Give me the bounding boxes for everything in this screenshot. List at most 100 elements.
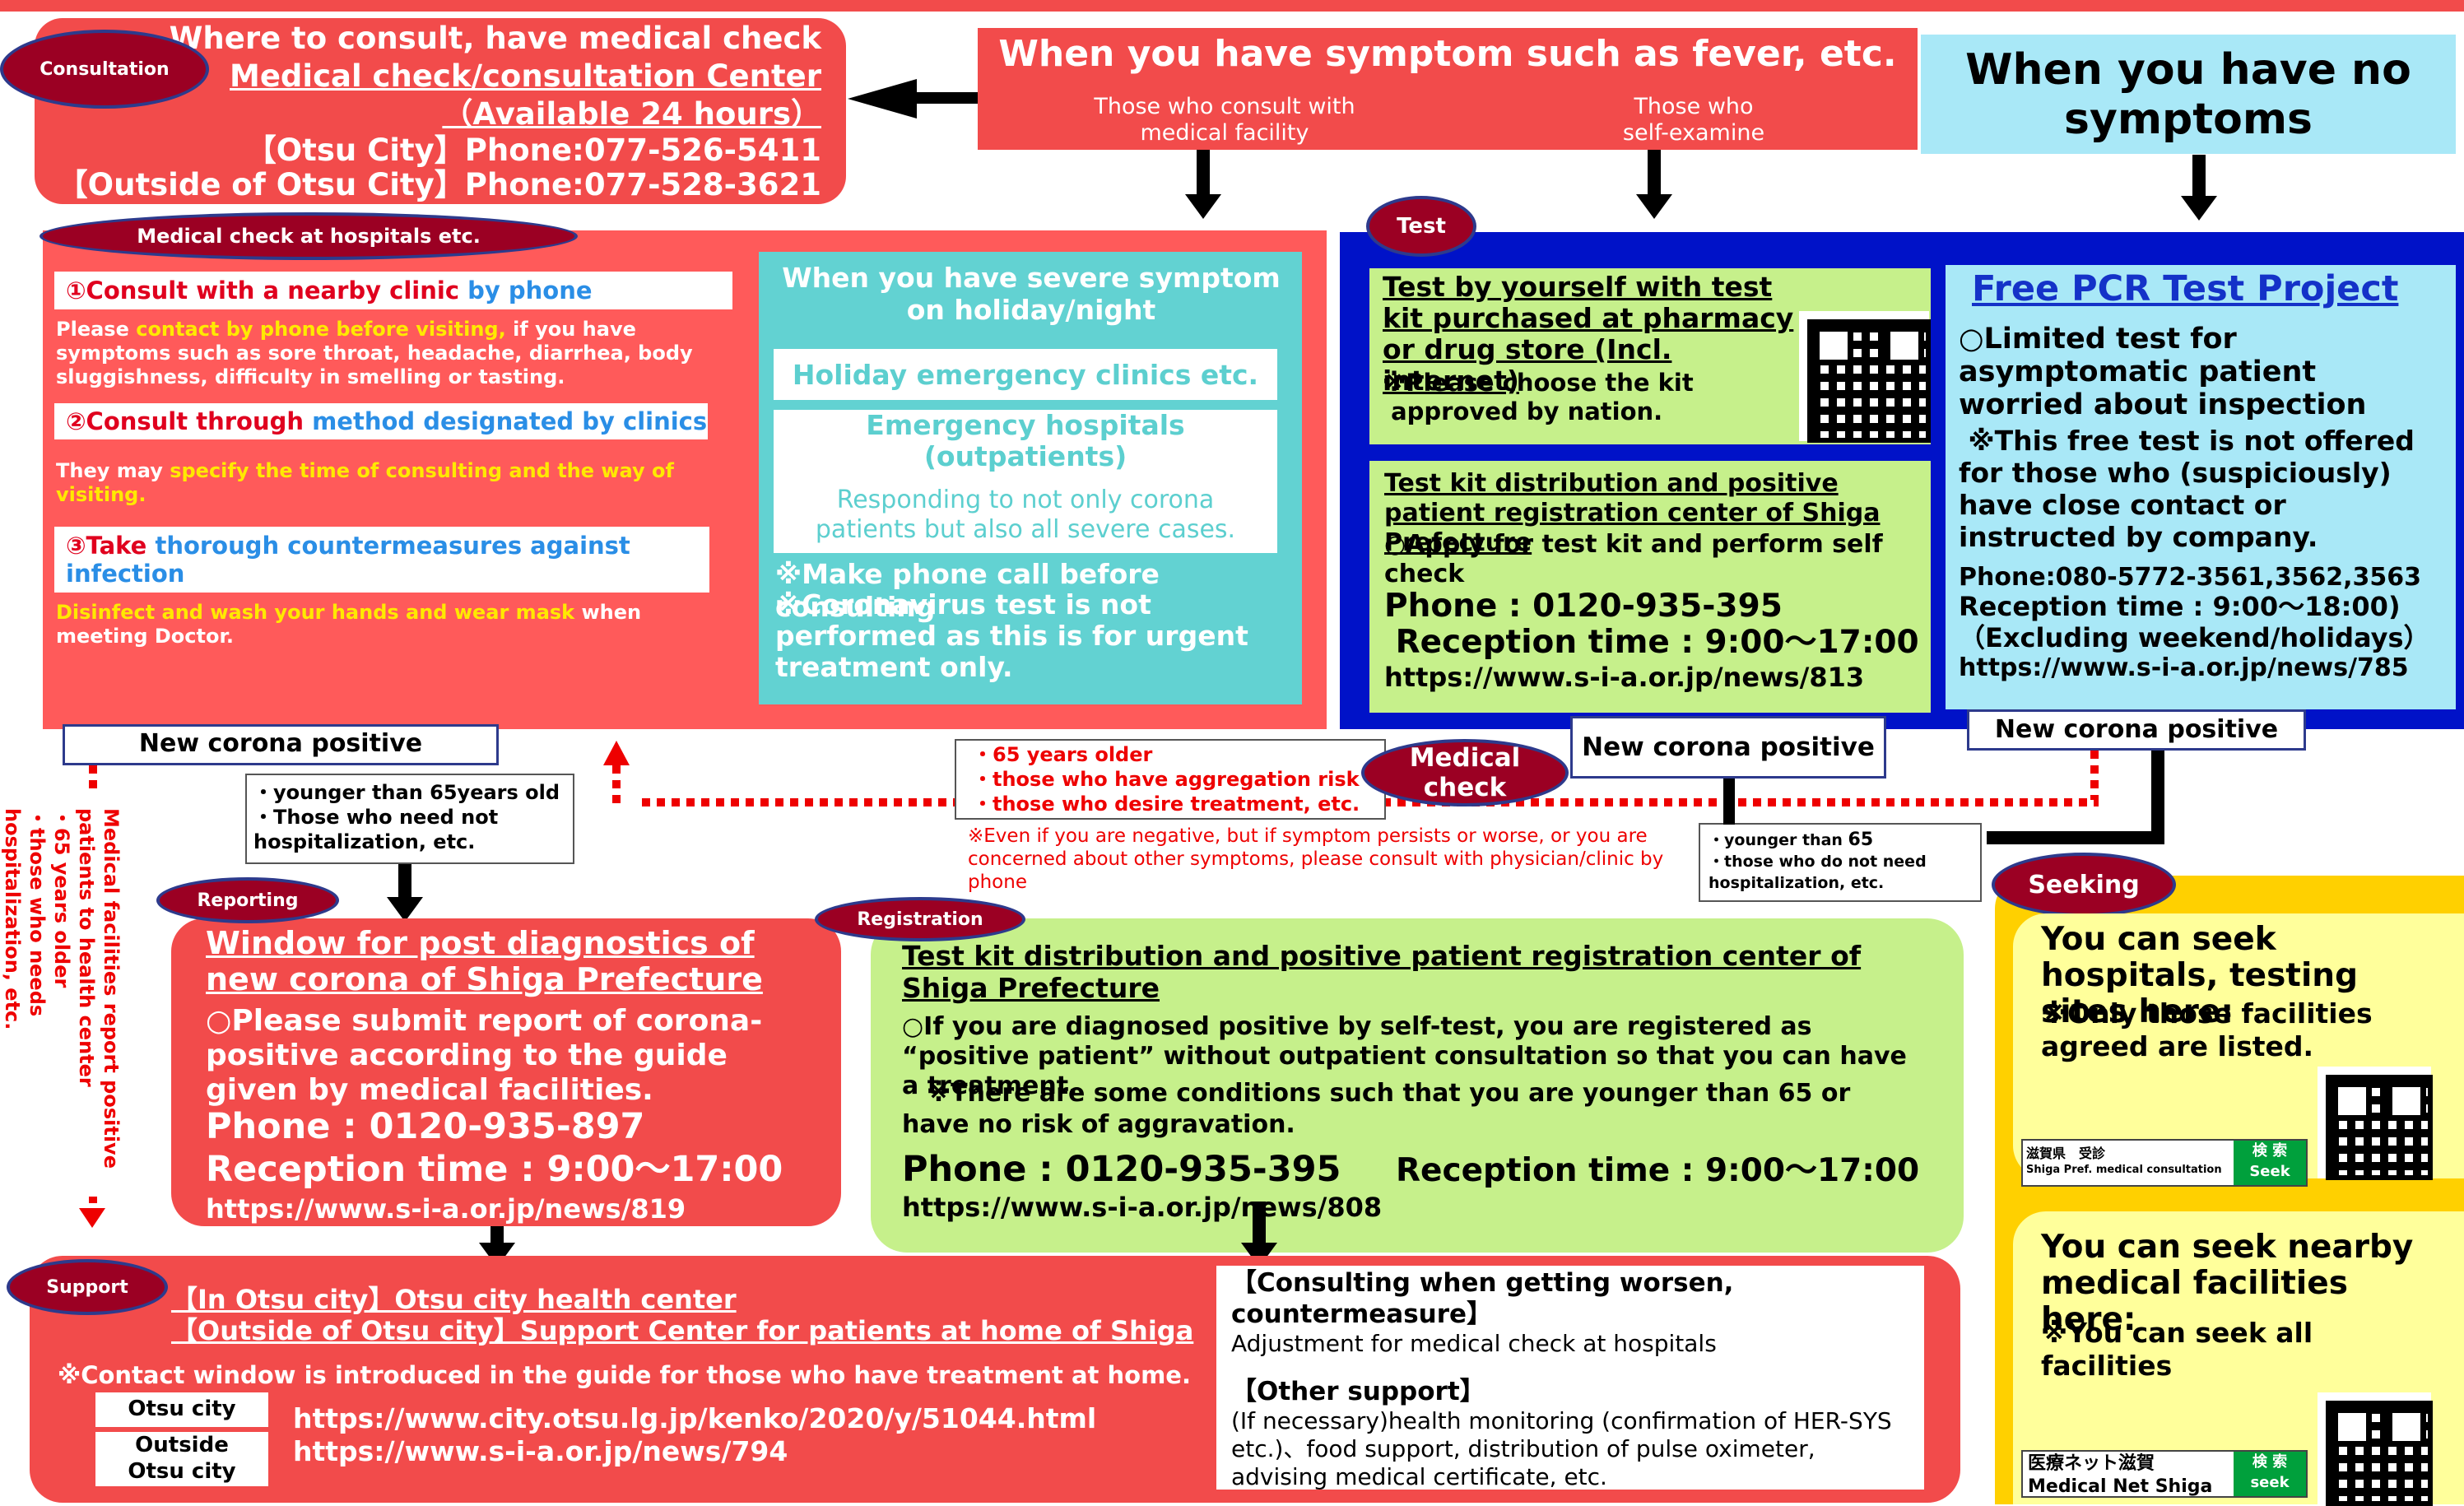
reporting-panel [171,918,841,1226]
self-test-kit-note: ※Please choose the kit approved by natio… [1383,369,1694,425]
arrow-support-left-stem [490,1226,504,1246]
no-symptom-header: When you have no symptoms [1921,35,2456,154]
dotted-right-vertical [2090,751,2099,800]
top-bar [0,0,2464,12]
clinic-method-body: They may specify the time of consulting … [56,459,764,507]
pcr-title: Free PCR Test Project [1972,268,2399,309]
support-worsen-body: Adjustment for medical check at hospital… [1231,1330,1717,1357]
younger-mid-b: 65 [1848,830,1874,850]
seek-hospitals-qr-code[interactable] [2326,1075,2433,1180]
support-otsu-label: Otsu city [95,1392,268,1427]
no-symptom-title: When you have no symptoms [1965,44,2411,144]
vertical-report-note [0,793,130,1197]
pcr-phone: Phone:080-5772-3561,3562,3563 [1959,563,2421,592]
test-center-box [1369,461,1931,713]
support-outside-label: Outside Otsu city [95,1432,268,1486]
seek-facilities-search-jp: 医療ネット滋賀 [2028,1453,2155,1474]
consultation-line-1: Where to consult, have medical check [169,21,821,56]
vertical-report-text: Medical facilities report positive patie… [1,808,123,1169]
holiday-clinic-box: Holiday emergency clinics etc. [774,349,1277,400]
pcr-exclusion: （Excluding weekend/holidays） [1959,622,2430,653]
pcr-url[interactable]: https://www.s-i-a.or.jp/news/785 [1959,653,2409,682]
clinic-phone-heading: ①Consult with a nearby clinic by phone [54,272,732,309]
positive-label-mid: New corona positive [1570,716,1886,779]
pcr-box [1946,265,2456,709]
clinic-phone-heading-a: ①Consult with a nearby clinic [66,277,468,304]
arrow-medical-stem [1197,150,1210,196]
arrow-self-head [1636,194,1672,219]
symptom-header: When you have symptom such as fever, etc… [978,28,1918,150]
registration-body-2: ※There are some conditions such that you… [902,1079,1851,1139]
arrow-nosymptom-head [2181,196,2217,221]
support-url-outside[interactable]: https://www.s-i-a.or.jp/news/794 [293,1435,788,1467]
seek-hospitals-note: ※Only those facilities agreed are listed… [2041,997,2373,1062]
test-center-body: ○Apply for test kit and perform self che… [1384,530,1883,588]
registration-time: Reception time : 9:00～17:00 [1396,1152,1920,1189]
seek-hospitals-button-label: Seek [2249,1163,2290,1180]
seek-hospitals-button[interactable]: 検 索 Seek [2234,1141,2306,1185]
clinic-phone-body-a: Please [56,318,137,341]
dotted-up-medical [612,765,621,806]
holiday-clinic-label: Holiday emergency clinics etc. [792,358,1259,391]
severe-note-2: ※Coronavirus test is not performed as th… [775,588,1248,683]
support-worsen-title: 【Consulting when getting worsen, counter… [1231,1268,1734,1329]
medical-check-small-badge: Medical check [1361,739,1569,806]
registration-phone: Phone : 0120-935-395 [902,1149,1341,1190]
infection-body: Disinfect and wash your hands and wear m… [56,601,739,648]
clinic-method-heading-a: ②Consult through [66,407,313,435]
arrow-registration-stem [1723,779,1735,825]
dotted-up-arrowhead [603,741,630,765]
clinic-method-body-b: specify the time of consulting and the w… [56,459,674,506]
clinic-phone-body-c: if you have symptoms such as sore throat… [56,318,693,388]
arrow-to-consult-head [848,79,917,119]
seek-facilities-title: You can seek nearby medical facilities h… [2041,1229,2414,1338]
seek-hospitals-search-jp: 滋賀県 受診 [2026,1146,2106,1161]
infection-heading-a: ③Take [66,532,156,560]
clinic-method-heading-b: method designated by clinics [312,407,708,435]
test-center-title: Test kit distribution and positive patie… [1384,469,1881,557]
medical-check-badge: Medical check at hospitals etc. [40,212,578,260]
infection-body-b: when meeting Doctor. [56,601,642,648]
reporting-title: Window for post diagnostics of new coron… [206,925,763,997]
reporting-phone: Phone : 0120-935-897 [206,1106,645,1147]
seek-facilities-qr-code[interactable] [2326,1401,2433,1506]
self-examine-label: Those who self-examine [1622,94,1765,146]
seek-hospitals-button-jp: 検 索 [2252,1142,2288,1160]
arrow-medical-head [1185,194,1221,219]
test-badge: Test [1366,196,1476,257]
dotted-to-medical [642,798,971,806]
self-test-qr-code[interactable] [1807,319,1931,443]
registration-panel [871,918,1964,1253]
pcr-body-1: ○Limited test for asymptomatic patient w… [1959,323,2367,421]
consult-medical-label: Those who consult with medical facility [1094,94,1355,146]
registration-badge: Registration [815,897,1025,941]
seek-hospitals-search-en: Shiga Pref. medical consultation [2026,1164,2222,1176]
seek-facilities-button[interactable]: 検 索 seek [2234,1452,2306,1496]
registration-title: Test kit distribution and positive patie… [902,940,1862,1004]
arrow-reporting-head [387,897,423,922]
registration-body-1: ○If you are diagnosed positive by self-t… [902,1012,1907,1100]
negative-note: ※Even if you are negative, but if sympto… [968,825,1664,893]
consultation-center-title: Medical check/consultation Center [230,58,821,94]
severe-title: When you have severe symptom on holiday/… [782,262,1281,326]
severe-note-1: ※Make phone call before consulting [775,558,1160,623]
registration-url[interactable]: https://www.s-i-a.or.jp/news/808 [902,1192,1383,1223]
test-center-url[interactable]: https://www.s-i-a.or.jp/news/813 [1384,662,1865,693]
seek-facilities-button-jp: 検 索 [2252,1453,2288,1471]
reporting-badge: Reporting [156,877,339,923]
seek-facilities-search-en: Medical Net Shiga [2028,1476,2213,1497]
positive-label-right: New corona positive [1967,709,2306,751]
support-url-otsu[interactable]: https://www.city.otsu.lg.jp/kenko/2020/y… [293,1402,1097,1434]
younger-mid-a: ・younger than [1709,831,1848,849]
consultation-hours: （Available 24 hours） [442,96,821,132]
younger-mid-c: ・those who do not need hospitalization, … [1709,853,1927,892]
support-badge: Support [7,1259,168,1315]
symptom-title: When you have symptom such as fever, etc… [998,33,1897,75]
emergency-hospital-label: Emergency hospitals (outpatients) [866,409,1185,472]
consultation-phone-outside: 【Outside of Otsu City】Phone:077-528-3621 [57,167,821,202]
seek-facilities-note: ※You can seek all facilities [2041,1317,2313,1382]
support-outside-line: 【Outside of Otsu city】Support Center for… [171,1315,1194,1346]
dotted-left-arrowhead [79,1208,105,1228]
reporting-url[interactable]: https://www.s-i-a.or.jp/news/819 [206,1193,686,1225]
positive-label-left: New corona positive [63,724,499,765]
